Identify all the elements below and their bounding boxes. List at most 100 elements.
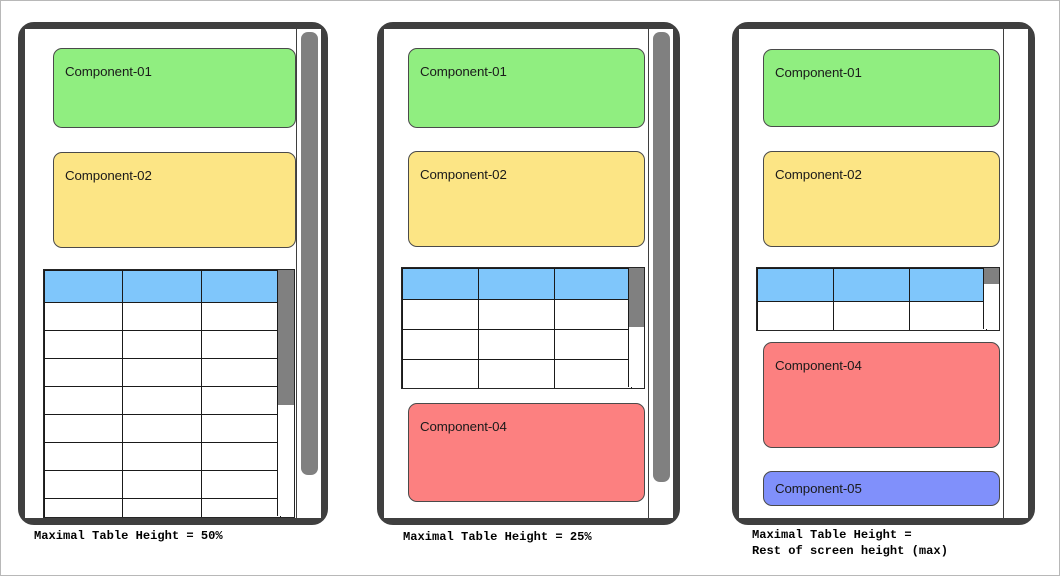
table-header-cell[interactable] [402,268,479,300]
table-cell[interactable] [757,301,834,330]
table-row[interactable] [757,301,987,330]
table-cell[interactable] [402,359,479,388]
table-cell[interactable] [478,329,555,360]
table-row[interactable] [44,414,281,443]
table-cell[interactable] [122,442,202,471]
panel-3-caption-line-2: Rest of screen height (max) [752,543,948,558]
table-cell[interactable] [44,442,123,471]
panel-3-component-01-card[interactable]: Component-01 [763,49,1000,127]
table-cell[interactable] [201,358,281,387]
table-cell[interactable] [122,330,202,359]
panel-1-page-scrollbar-track[interactable] [296,29,321,518]
table-header-cell[interactable] [554,268,632,300]
table-header-row [44,270,281,303]
panel-2-caption: Maximal Table Height = 25% [403,530,592,546]
table-header-cell[interactable] [122,270,202,303]
panel-2-page-scrollbar-track[interactable] [648,29,673,518]
panel-2: Component-01 Component-02 [377,22,680,576]
panel-1-table-scrollbar-thumb[interactable] [278,270,294,405]
table-row[interactable] [44,386,281,415]
table-cell[interactable] [44,414,123,443]
panel-2-component-02-card[interactable]: Component-02 [408,151,645,247]
panel-3-table-body [757,301,987,330]
panel-2-table[interactable] [401,267,645,389]
table-cell[interactable] [554,329,632,360]
table-cell[interactable] [402,299,479,330]
panel-3-component-04-label: Component-04 [775,358,862,373]
table-cell[interactable] [201,414,281,443]
table-row[interactable] [44,330,281,359]
panel-3-table-scrollbar-thumb[interactable] [984,268,999,284]
table-cell[interactable] [554,299,632,330]
table-row[interactable] [44,302,281,331]
panel-3-table[interactable] [756,267,1000,331]
panel-1-table-scrollbar-track[interactable] [277,270,294,516]
panel-3-page-scrollbar-track[interactable] [1003,29,1028,518]
table-row[interactable] [44,498,281,517]
table-header-cell[interactable] [478,268,555,300]
table-cell[interactable] [122,498,202,517]
panel-3-viewport: Component-01 Component-02 [739,29,1003,518]
table-cell[interactable] [44,470,123,499]
panel-2-table-scrollbar-track[interactable] [628,268,644,387]
table-header-cell[interactable] [833,268,910,302]
panel-1-page-scrollbar-thumb[interactable] [301,32,318,475]
panel-1-component-01-card[interactable]: Component-01 [53,48,296,128]
table-cell[interactable] [122,470,202,499]
panel-3-component-02-card[interactable]: Component-02 [763,151,1000,247]
table-row[interactable] [44,470,281,499]
table-header-cell[interactable] [909,268,987,302]
table-cell[interactable] [201,442,281,471]
table-cell[interactable] [909,301,987,330]
table-cell[interactable] [122,386,202,415]
panel-1-table-grid [44,270,281,517]
panel-2-viewport: Component-01 Component-02 [384,29,648,518]
table-cell[interactable] [122,358,202,387]
table-row[interactable] [402,359,632,388]
table-cell[interactable] [44,302,123,331]
panel-2-component-04-label: Component-04 [420,419,507,434]
table-cell[interactable] [44,330,123,359]
table-row[interactable] [402,329,632,360]
table-cell[interactable] [44,386,123,415]
panel-3-caption-line-1: Maximal Table Height = [752,528,912,542]
table-row[interactable] [44,442,281,471]
table-cell[interactable] [201,470,281,499]
table-cell[interactable] [201,330,281,359]
panel-2-component-01-card[interactable]: Component-01 [408,48,645,128]
panel-3-component-05-label: Component-05 [775,481,862,496]
table-cell[interactable] [833,301,910,330]
table-header-cell[interactable] [757,268,834,302]
panel-1-viewport: Component-01 Component-02 [25,29,296,518]
table-cell[interactable] [554,359,632,388]
table-cell[interactable] [201,302,281,331]
panel-1-table[interactable] [43,269,295,518]
panel-2-device-frame: Component-01 Component-02 [377,22,680,525]
panel-1-component-02-label: Component-02 [65,168,152,183]
table-cell[interactable] [122,414,202,443]
table-cell[interactable] [478,299,555,330]
panel-2-page-scrollbar-thumb[interactable] [653,32,670,482]
table-cell[interactable] [478,359,555,388]
panel-3-table-scrollbar-track[interactable] [983,268,999,329]
table-cell[interactable] [44,498,123,517]
table-cell[interactable] [44,358,123,387]
panel-3-component-05-card[interactable]: Component-05 [763,471,1000,506]
panel-1-component-02-card[interactable]: Component-02 [53,152,296,248]
table-row[interactable] [44,358,281,387]
panel-3-component-04-card[interactable]: Component-04 [763,342,1000,448]
panel-2-table-head [402,268,632,300]
panel-3-table-grid [757,268,987,330]
table-row[interactable] [402,299,632,330]
panel-2-table-scrollbar-thumb[interactable] [629,268,644,327]
table-cell[interactable] [201,386,281,415]
table-header-cell[interactable] [201,270,281,303]
panel-2-component-04-card[interactable]: Component-04 [408,403,645,502]
table-cell[interactable] [402,329,479,360]
panel-2-component-02-label: Component-02 [420,167,507,182]
panel-3-device-frame: Component-01 Component-02 [732,22,1035,525]
table-cell[interactable] [122,302,202,331]
table-header-cell[interactable] [44,270,123,303]
table-cell[interactable] [201,498,281,517]
